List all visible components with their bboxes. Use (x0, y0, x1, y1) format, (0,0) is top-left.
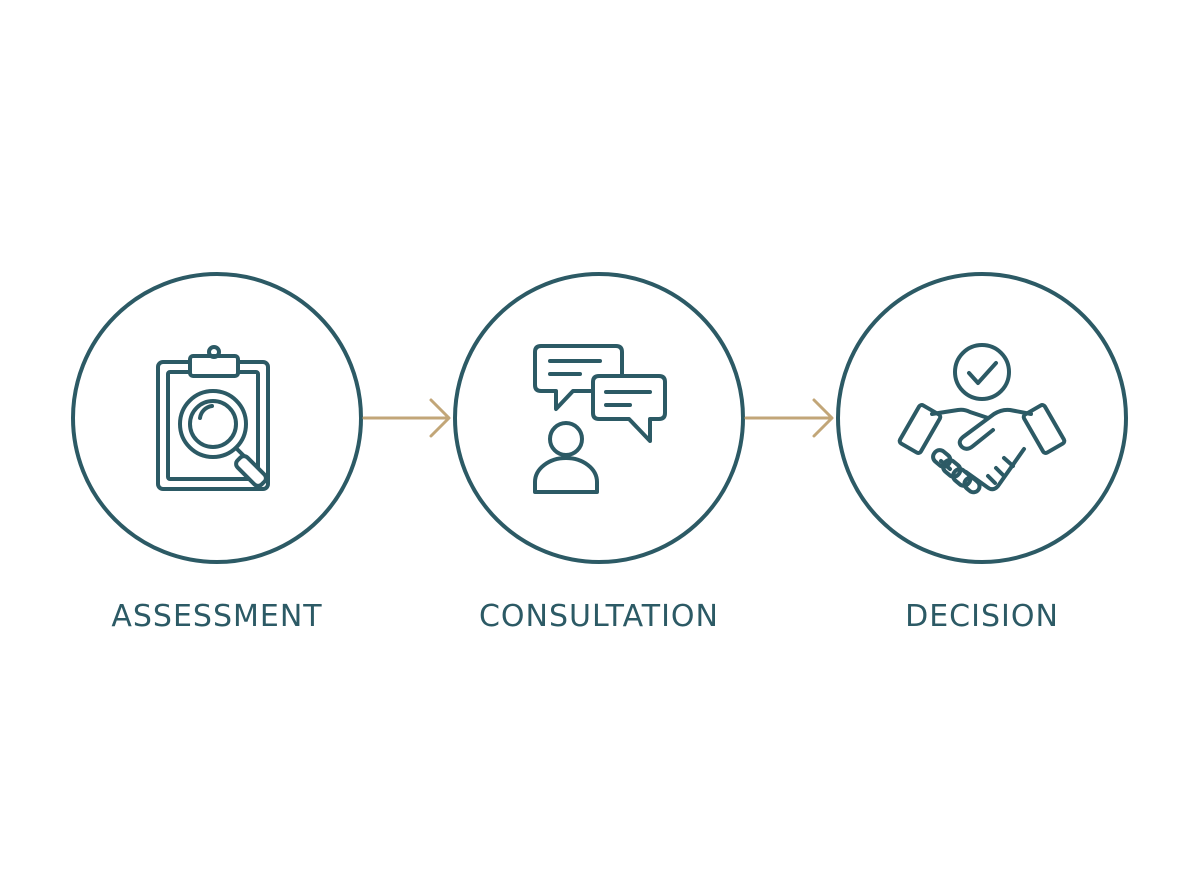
step-circle-decision (836, 272, 1128, 564)
step-assessment: ASSESSMENT (71, 272, 363, 634)
step-label-consultation: CONSULTATION (479, 599, 719, 634)
handshake-checkmark-icon (897, 343, 1067, 495)
arrow-right-icon (362, 398, 451, 438)
step-circle-assessment (71, 272, 363, 564)
arrow-right-icon (744, 398, 834, 438)
step-label-decision: DECISION (905, 599, 1059, 634)
person-chat-bubbles-icon (533, 344, 667, 494)
clipboard-magnifier-icon (156, 345, 270, 491)
step-label-assessment: ASSESSMENT (111, 599, 322, 634)
step-decision: DECISION (836, 272, 1128, 634)
step-consultation: CONSULTATION (453, 272, 745, 634)
step-circle-consultation (453, 272, 745, 564)
